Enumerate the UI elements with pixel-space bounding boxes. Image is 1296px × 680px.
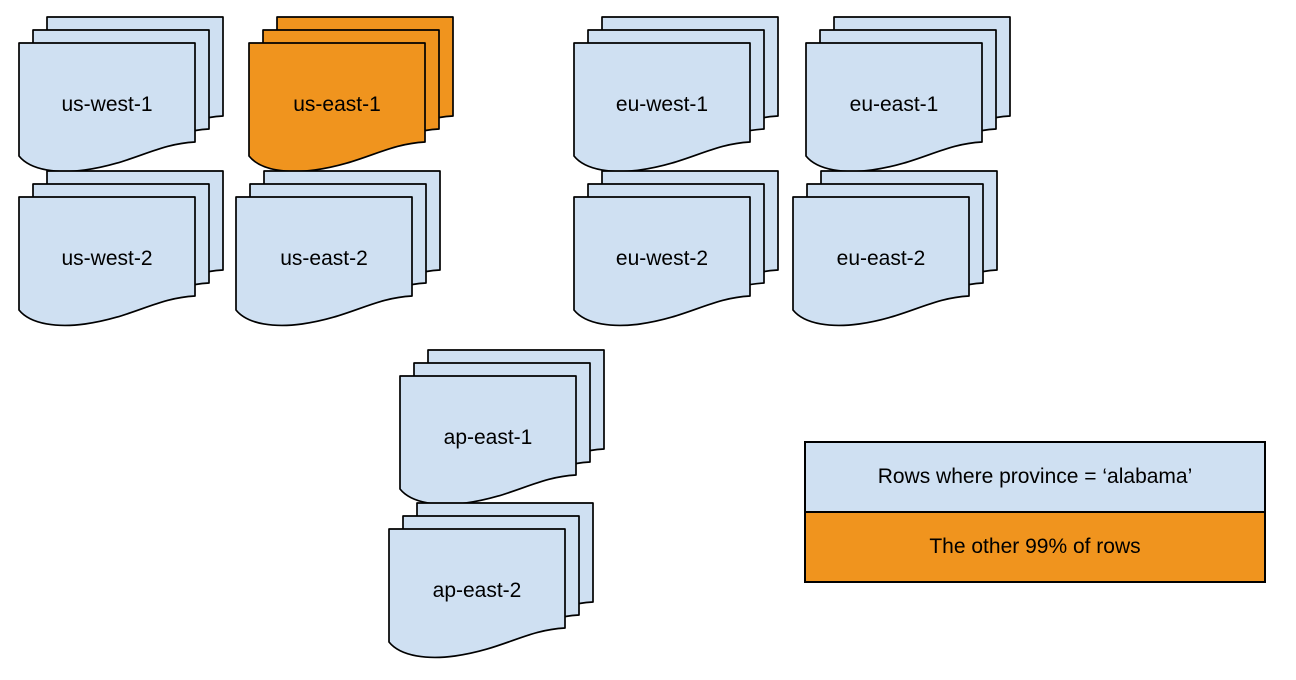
document-stack-ap-east-2: ap-east-2 — [388, 502, 596, 661]
document-stack-eu-east-2: eu-east-2 — [792, 170, 1000, 329]
document-stack-eu-east-1: eu-east-1 — [805, 16, 1013, 175]
document-stack-ap-east-1: ap-east-1 — [399, 349, 607, 508]
stack-label: ap-east-1 — [444, 426, 533, 449]
document-sheet-front-icon — [573, 196, 751, 327]
document-stack-us-east-1: us-east-1 — [248, 16, 456, 175]
document-stack-icon: us-west-2 — [18, 170, 224, 327]
document-sheet-front-icon — [388, 528, 566, 659]
document-stack-icon: eu-west-1 — [573, 16, 779, 173]
stack-label: eu-east-2 — [837, 247, 926, 270]
stack-label: us-west-2 — [61, 247, 152, 270]
stack-label: eu-west-2 — [616, 247, 708, 270]
document-stack-us-west-2: us-west-2 — [18, 170, 226, 329]
stack-label: eu-west-1 — [616, 93, 708, 116]
document-sheet-front-icon — [805, 42, 983, 173]
document-stack-us-east-2: us-east-2 — [235, 170, 443, 329]
document-stack-us-west-1: us-west-1 — [18, 16, 226, 175]
stack-label: us-east-1 — [293, 93, 381, 116]
stack-label: us-east-2 — [280, 247, 368, 270]
document-stack-icon: eu-west-2 — [573, 170, 779, 327]
document-stack-icon: eu-east-1 — [805, 16, 1011, 173]
document-stack-eu-west-2: eu-west-2 — [573, 170, 781, 329]
document-sheet-front-icon — [235, 196, 413, 327]
document-stack-icon: us-east-1 — [248, 16, 454, 173]
document-sheet-front-icon — [399, 375, 577, 506]
legend-label-other-rows: The other 99% of rows — [929, 535, 1141, 558]
document-sheet-front-icon — [248, 42, 426, 173]
legend-label-alabama-rows: Rows where province = ‘alabama’ — [877, 465, 1193, 488]
document-sheet-front-icon — [792, 196, 970, 327]
stack-label: ap-east-2 — [433, 579, 522, 602]
document-stack-eu-west-1: eu-west-1 — [573, 16, 781, 175]
legend: Rows where province = ‘alabama’ The othe… — [804, 441, 1266, 583]
legend-item-other-rows: The other 99% of rows — [806, 511, 1264, 581]
document-sheet-front-icon — [18, 196, 196, 327]
stack-label: us-west-1 — [61, 93, 152, 116]
stack-label: eu-east-1 — [850, 93, 939, 116]
document-stack-icon: us-east-2 — [235, 170, 441, 327]
document-stack-icon: ap-east-1 — [399, 349, 605, 506]
document-stack-icon: eu-east-2 — [792, 170, 998, 327]
document-stack-icon: ap-east-2 — [388, 502, 594, 659]
legend-item-alabama-rows: Rows where province = ‘alabama’ — [806, 443, 1264, 511]
document-stack-icon: us-west-1 — [18, 16, 224, 173]
document-sheet-front-icon — [573, 42, 751, 173]
document-sheet-front-icon — [18, 42, 196, 173]
